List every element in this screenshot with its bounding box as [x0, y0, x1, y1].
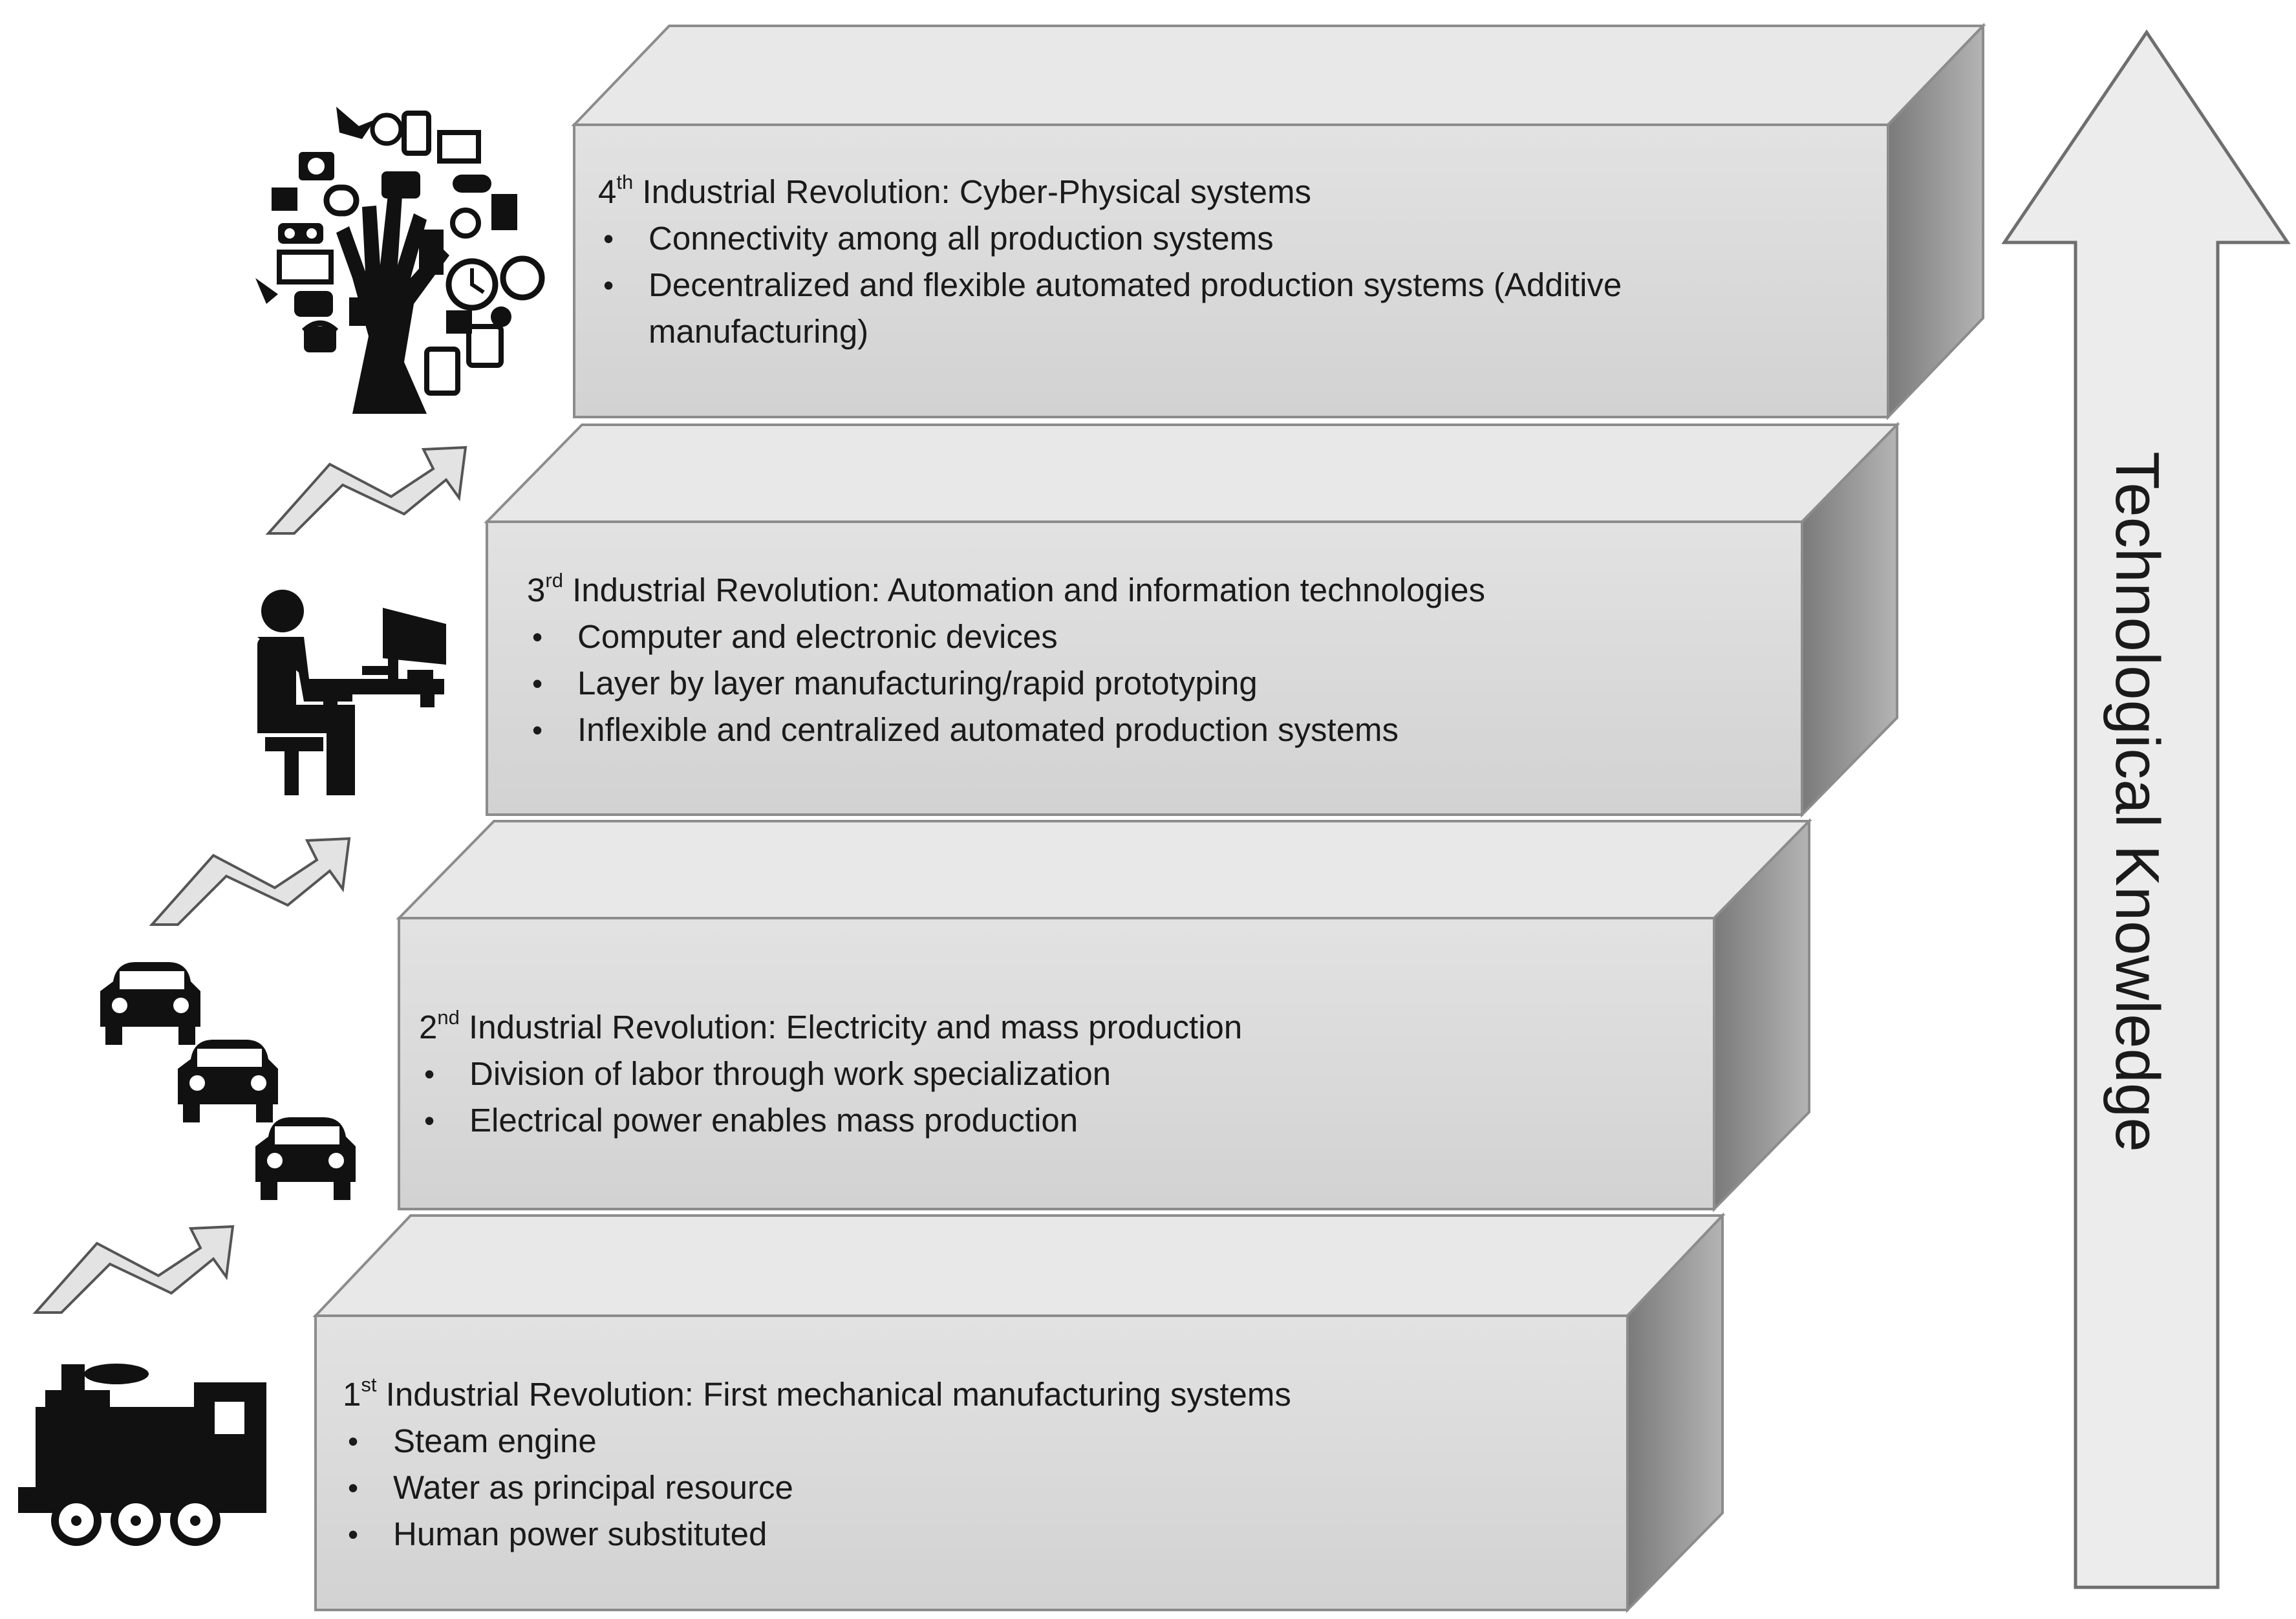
list-item: Layer by layer manufacturing/rapid proto… [527, 660, 1485, 707]
progress-arrow-3-icon [265, 445, 467, 535]
step-title: 1st Industrial Revolution: First mechani… [343, 1373, 1291, 1413]
list-item: Division of labor through work specializ… [419, 1051, 1242, 1097]
cars-icon [100, 962, 356, 1200]
bullet-list: Computer and electronic devices Layer by… [527, 614, 1485, 753]
steam-locomotive-icon [18, 1364, 266, 1546]
bullet-list: Connectivity among all production system… [598, 215, 1827, 355]
progress-arrow-2-icon [149, 837, 351, 926]
step-text-4th: 4th Industrial Revolution: Cyber-Physica… [598, 162, 1827, 355]
bullet-list: Steam engine Water as principal resource… [343, 1418, 1291, 1558]
technological-knowledge-arrow [2001, 29, 2291, 1589]
step-text-1st: 1st Industrial Revolution: First mechani… [343, 1364, 1291, 1558]
progress-arrow-1-icon [32, 1225, 235, 1314]
step-text-2nd: 2nd Industrial Revolution: Electricity a… [419, 997, 1242, 1144]
step-title: 3rd Industrial Revolution: Automation an… [527, 569, 1485, 608]
list-item: Water as principal resource [343, 1464, 1291, 1511]
technological-knowledge-label: Technological Knowledge [2103, 451, 2172, 1152]
connected-devices-tree-icon [255, 107, 545, 414]
step-text-3rd: 3rd Industrial Revolution: Automation an… [527, 560, 1485, 753]
step-title: 4th Industrial Revolution: Cyber-Physica… [598, 171, 1311, 210]
bullet-list: Division of labor through work specializ… [419, 1051, 1242, 1144]
person-at-computer-icon [257, 590, 446, 795]
list-item: Computer and electronic devices [527, 614, 1485, 660]
list-item: Decentralized and flexible automated pro… [598, 262, 1827, 355]
list-item: Inflexible and centralized automated pro… [527, 707, 1485, 753]
list-item: Steam engine [343, 1418, 1291, 1464]
step-title: 2nd Industrial Revolution: Electricity a… [419, 1006, 1243, 1045]
list-item: Connectivity among all production system… [598, 215, 1827, 262]
list-item: Human power substituted [343, 1511, 1291, 1558]
list-item: Electrical power enables mass production [419, 1097, 1242, 1144]
